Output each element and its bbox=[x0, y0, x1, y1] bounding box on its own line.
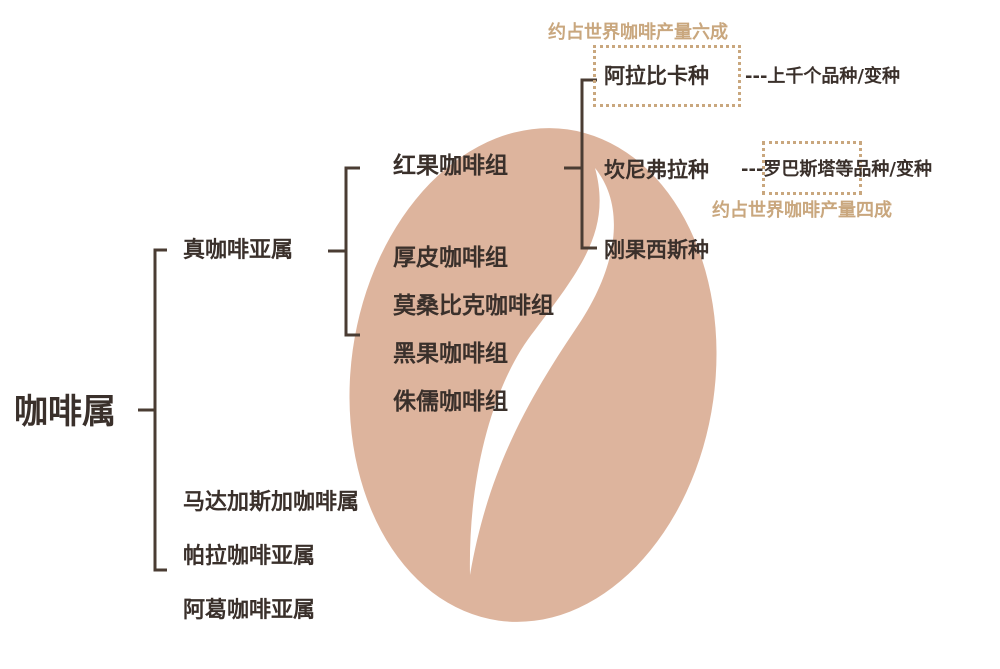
group-erythrocoffea-label: 红果咖啡组 bbox=[393, 153, 508, 179]
species-canephora-label: 坎尼弗拉种 bbox=[604, 158, 709, 182]
subgenus-age-label: 阿葛咖啡亚属 bbox=[183, 598, 316, 623]
arabica-varieties-note: ---上千个品种/变种 bbox=[745, 66, 900, 87]
subgenus-bracket bbox=[344, 166, 360, 337]
robusta-highlight-box bbox=[762, 141, 862, 195]
species-congensis-label: 刚果西斯种 bbox=[604, 238, 709, 262]
subgenus-mascarocoffea-label: 马达加斯加咖啡属 bbox=[183, 490, 360, 515]
canephora-share-annotation: 约占世界咖啡产量四成 bbox=[712, 200, 892, 221]
canephora-varieties-note: ---罗巴斯塔等品种/变种 bbox=[741, 161, 932, 179]
subgenus-coffea-label: 真咖啡亚属 bbox=[183, 238, 294, 263]
arabica-highlight-box bbox=[593, 45, 741, 107]
group-pachycoffea-label: 厚皮咖啡组 bbox=[393, 245, 508, 271]
species-arabica-label: 阿拉比卡种 bbox=[604, 64, 709, 88]
arabica-share-annotation: 约占世界咖啡产量六成 bbox=[548, 22, 728, 43]
genus-coffea-label: 咖啡属 bbox=[14, 392, 116, 432]
robusta-label: 罗巴斯塔 bbox=[763, 159, 836, 180]
subgenus-para-label: 帕拉咖啡亚属 bbox=[183, 544, 316, 569]
group-melanocoffea-label: 黑果咖啡组 bbox=[393, 341, 508, 367]
coffee-bean-icon bbox=[349, 128, 717, 622]
root-bracket bbox=[153, 248, 167, 572]
canephora-note-rest: 等品种/变种 bbox=[835, 159, 932, 180]
tree-brackets bbox=[138, 78, 597, 572]
canephora-note-dash: --- bbox=[741, 159, 764, 180]
group-bracket bbox=[580, 78, 597, 250]
group-mozambicoffea-label: 莫桑比克咖啡组 bbox=[393, 293, 554, 319]
group-nanocoffea-label: 侏儒咖啡组 bbox=[393, 389, 508, 415]
